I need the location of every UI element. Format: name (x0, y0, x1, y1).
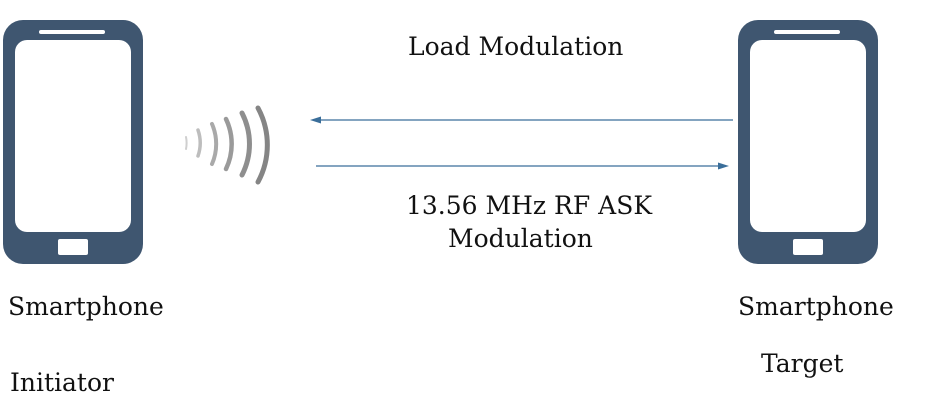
speaker-slot (39, 30, 105, 34)
target-smartphone-icon (738, 20, 878, 264)
load-modulation-arrow (310, 116, 733, 124)
initiator-role-label: Initiator (10, 368, 114, 397)
initiator-device-label: Smartphone (8, 292, 164, 321)
home-button-icon (58, 239, 88, 255)
home-button-icon (793, 239, 823, 255)
phone-screen (750, 40, 866, 232)
rf-ask-modulation-arrow (316, 162, 729, 170)
rf-modulation-label-line1: 13.56 MHz RF ASK (406, 191, 653, 220)
speaker-slot (774, 30, 840, 34)
target-device-label: Smartphone (738, 292, 894, 321)
rf-signal-waves-icon (185, 105, 270, 185)
rf-modulation-label-line2: Modulation (448, 224, 593, 253)
target-role-label: Target (761, 349, 844, 378)
phone-screen (15, 40, 131, 232)
load-modulation-label: Load Modulation (408, 32, 624, 61)
initiator-smartphone-icon (3, 20, 143, 264)
